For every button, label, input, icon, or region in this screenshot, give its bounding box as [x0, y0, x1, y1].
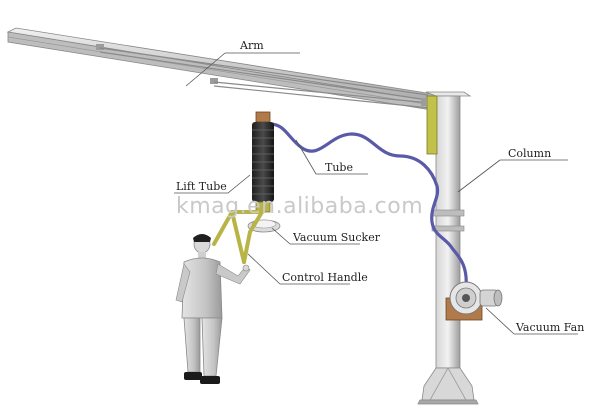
label-tube: Tube: [325, 161, 353, 174]
pivot-bracket: [421, 95, 438, 155]
leader-lines: [174, 52, 578, 335]
lift-tube: [252, 111, 274, 213]
operator-figure: [175, 234, 251, 384]
label-vacuum-sucker: Vacuum Sucker: [293, 231, 380, 244]
watermark-text: kmag.en.alibaba.com: [176, 194, 424, 219]
label-column: Column: [508, 147, 552, 160]
vacuum-fan: [445, 281, 503, 321]
label-control-handle: Control Handle: [282, 271, 368, 284]
label-arm: Arm: [240, 39, 264, 52]
tie-rods: [99, 47, 431, 109]
label-lift-tube: Lift Tube: [176, 180, 227, 193]
vacuum-hose: [268, 122, 468, 290]
label-vacuum-fan: Vacuum Fan: [516, 321, 585, 334]
column: [417, 91, 479, 405]
arm-beam: [6, 27, 453, 113]
control-handle: [212, 210, 264, 264]
